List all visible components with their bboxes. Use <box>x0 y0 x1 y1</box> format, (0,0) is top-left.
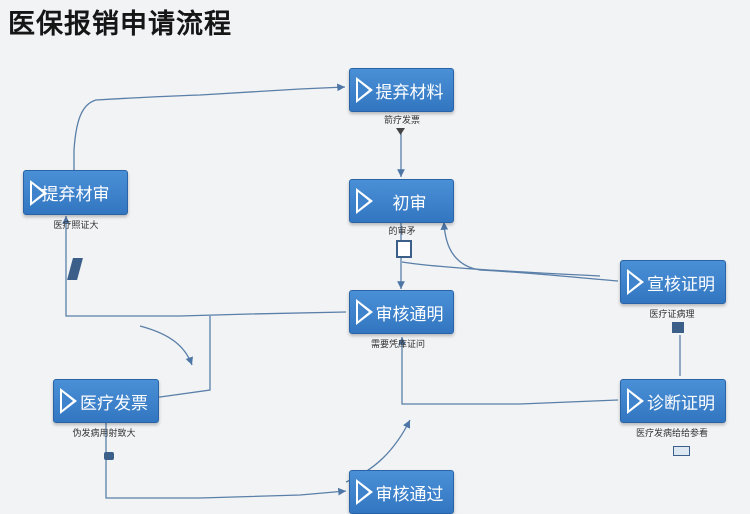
node-label: 初审 <box>392 193 427 214</box>
connector-reviewpass-to-left <box>62 216 347 317</box>
connector-audit-branch <box>401 261 601 277</box>
node-label: 提弃材料 <box>375 82 444 103</box>
chevron-right-icon <box>356 299 373 325</box>
deco-diamond-icon-top <box>396 128 405 135</box>
connector-layer <box>62 83 681 499</box>
connector-left-curve <box>139 325 193 366</box>
node-submit-materials[interactable]: 提弃材料 <box>349 68 454 112</box>
node-caption: 伪发病用射致大 <box>72 429 136 439</box>
node-caption: 医疗照证大 <box>53 221 99 231</box>
deco-clip-icon-initial <box>396 240 412 258</box>
node-medical-invoice[interactable]: 医疗发票 <box>53 379 159 423</box>
node-audit-certificate[interactable]: 宣核证明 <box>620 260 726 304</box>
chevron-right-icon <box>627 269 644 295</box>
node-label: 诊断证明 <box>647 393 715 414</box>
node-label: 宣核证明 <box>647 274 715 295</box>
node-submit-review[interactable]: 提弃材审 <box>23 170 128 215</box>
node-review-pass[interactable]: 审核通明 <box>349 290 454 334</box>
diagram-title: 医保报销申请流程 <box>8 9 232 40</box>
chevron-right-icon <box>627 388 644 414</box>
node-caption: 医疗发病给给参看 <box>635 429 709 439</box>
node-caption: 医疗证病理 <box>649 310 695 320</box>
node-review-passed-bottom[interactable]: 审核通过 <box>349 470 454 514</box>
node-initial-review[interactable]: 初审 <box>349 179 454 223</box>
chevron-right-icon <box>356 188 373 214</box>
node-caption: 需要凭库证问 <box>370 340 426 350</box>
node-label: 审核通明 <box>375 304 444 325</box>
deco-badge-icon-diagnosis <box>673 446 690 456</box>
node-label: 医疗发票 <box>80 393 148 414</box>
deco-tag-icon-invoice <box>104 452 114 460</box>
node-caption: 箭疗发票 <box>383 116 421 126</box>
deco-flag-icon-audit <box>672 322 684 333</box>
chevron-right-icon <box>356 77 373 103</box>
connector-invoice-to-bottom <box>105 420 347 499</box>
connector-diagnosis-to-reviewpass <box>398 337 619 405</box>
chevron-right-icon <box>30 179 47 206</box>
chevron-right-icon <box>60 388 77 414</box>
node-label: 提弃材审 <box>41 185 110 205</box>
node-caption: 的审矛 <box>388 227 416 237</box>
chevron-right-icon <box>356 479 373 505</box>
connector-left-to-top <box>73 83 346 170</box>
node-diagnosis-certificate[interactable]: 诊断证明 <box>620 379 726 423</box>
